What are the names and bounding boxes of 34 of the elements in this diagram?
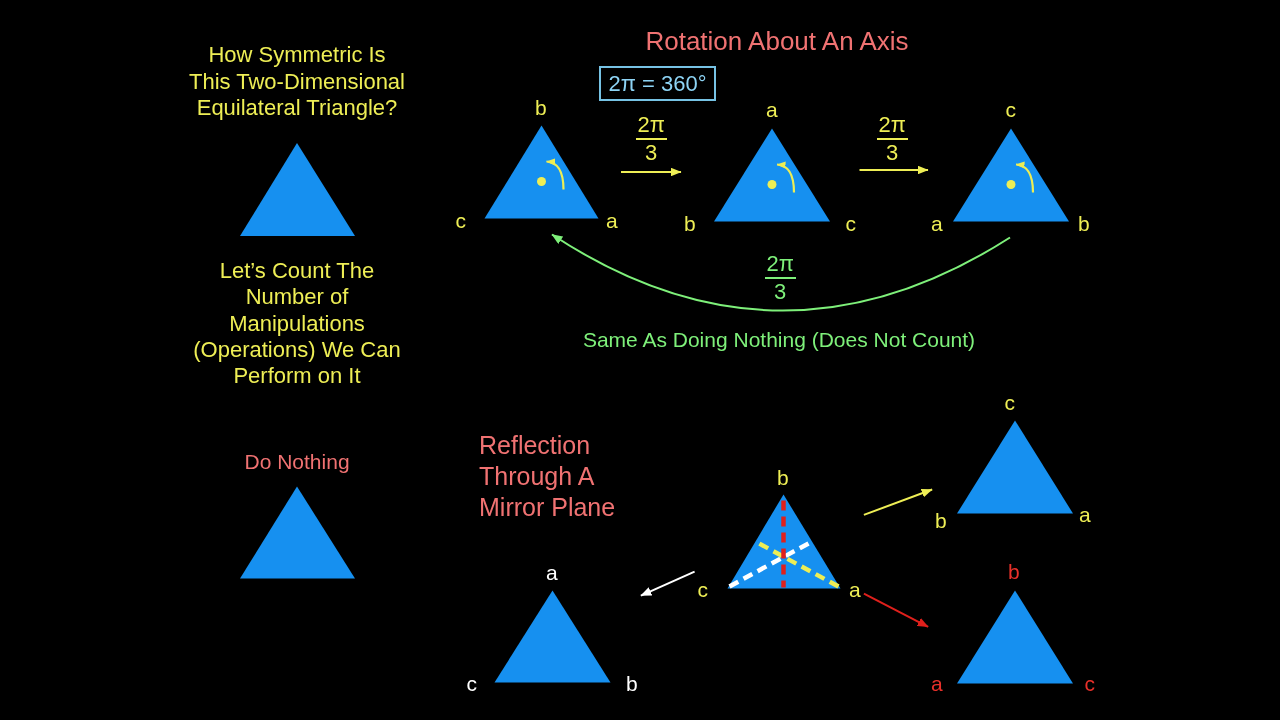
vertex-label: a [606, 209, 618, 231]
section-heading: Reflection Through A Mirror Plane [479, 430, 617, 523]
arrow [639, 570, 696, 597]
vertex-label: b [1008, 560, 1020, 582]
prompt-text: Let’s Count The Number of Manipulations (Operations) We Can Perform on It [192, 258, 402, 390]
vertex-label: a [766, 98, 778, 120]
curved-arrow [551, 233, 1011, 312]
vertex-label: c [697, 578, 708, 600]
arrow [620, 167, 682, 177]
vertex-label: c [1084, 672, 1095, 694]
vertex-label: a [1079, 503, 1091, 525]
vertex-label: c [845, 212, 856, 234]
arrow [862, 592, 930, 628]
question-text: How Symmetric Is This Two-Dimensional Equilateral Triangle? [188, 42, 406, 122]
vertex-label: b [684, 212, 696, 234]
vertex-label: c [455, 209, 466, 231]
note-text: Same As Doing Nothing (Does Not Count) [582, 328, 976, 352]
vertex-label: a [931, 212, 943, 234]
vertex-label: a [849, 578, 861, 600]
vertex-label: b [535, 96, 547, 118]
arrow [858, 165, 929, 175]
vertex-label: c [1004, 391, 1015, 413]
vertex-label: b [777, 466, 789, 488]
section-heading: Rotation About An Axis [644, 26, 910, 56]
operation-heading: Do Nothing [244, 450, 350, 472]
arrow [862, 488, 934, 516]
equation-box: 2π = 360° [599, 66, 716, 101]
vertex-label: a [546, 561, 558, 583]
vertex-label: c [1005, 98, 1016, 120]
vertex-label: a [931, 672, 943, 694]
vertex-label: b [626, 672, 638, 694]
vertex-label: c [466, 672, 477, 694]
vertex-label: b [935, 509, 947, 531]
vertex-label: b [1078, 212, 1090, 234]
